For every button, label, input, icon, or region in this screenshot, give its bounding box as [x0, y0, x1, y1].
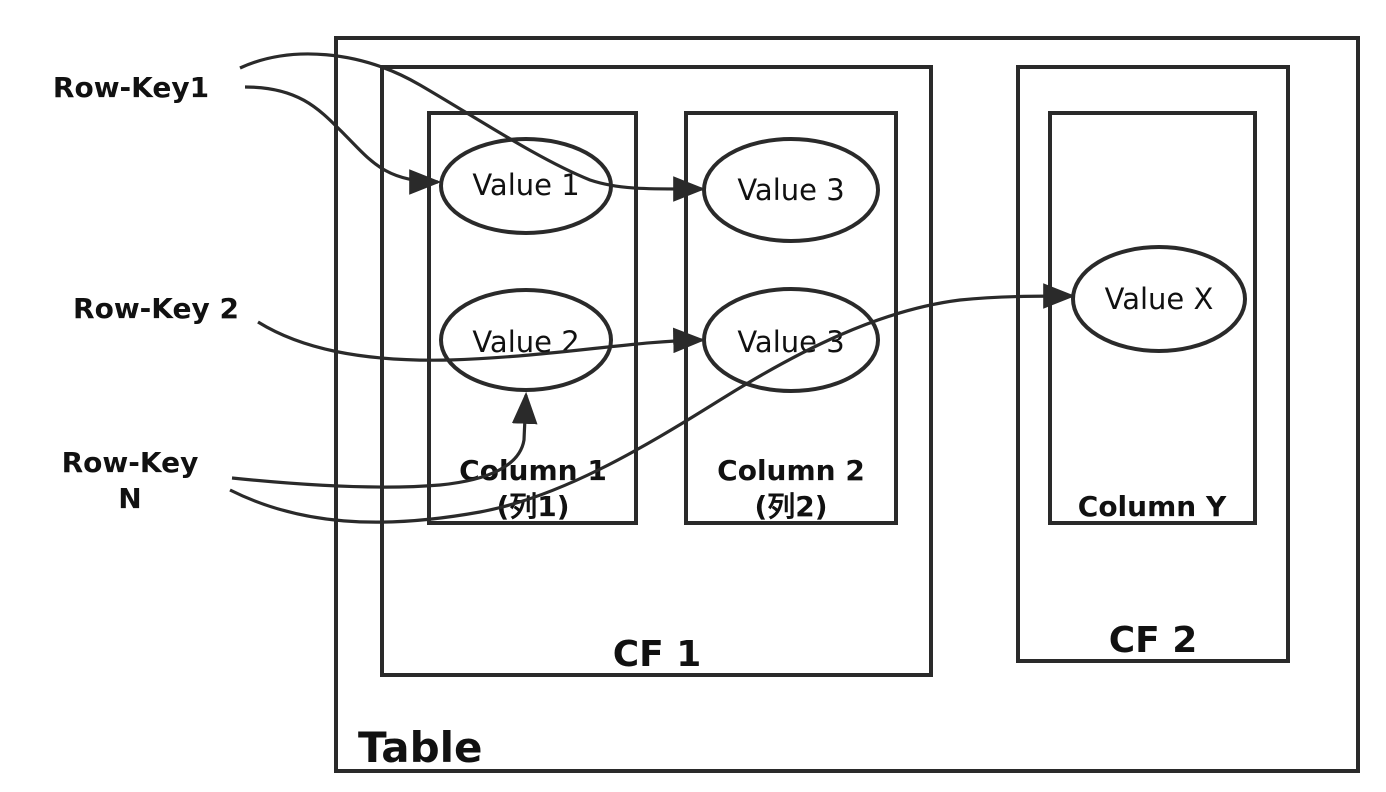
arrow-rowkeyn-to-value2 [231, 391, 538, 489]
arrow-rowkey1-to-value3 [239, 52, 706, 202]
table-label: Table [358, 723, 483, 772]
value-3a-label: Value 3 [737, 173, 844, 207]
row-key-n-sublabel: N [118, 482, 141, 515]
columnY-label: Column Y [1078, 490, 1227, 523]
cf1-label: CF 1 [613, 634, 702, 675]
column2-label: Column 2 [717, 454, 865, 487]
row-key-n-label: Row-Key [62, 446, 199, 479]
column1-box [427, 111, 638, 525]
row-key-2-label: Row-Key 2 [73, 292, 239, 325]
arrow-rowkey2-to-value3b [257, 320, 706, 362]
cf1-box [380, 65, 933, 677]
column2-box [684, 111, 898, 525]
column2-sublabel: (列2) [754, 490, 827, 523]
value-1-label: Value 1 [472, 168, 579, 202]
column1-label: Column 1 [459, 454, 607, 487]
table-box [334, 36, 1360, 773]
cf2-box [1016, 65, 1290, 663]
arrow-rowkey1-to-value1 [244, 85, 442, 195]
value-x-label: Value X [1105, 282, 1214, 316]
value-2-ellipse [439, 288, 613, 392]
columnY-box [1048, 111, 1257, 525]
cf2-label: CF 2 [1109, 620, 1198, 661]
value-3b-label: Value 3 [737, 325, 844, 359]
arrow-rowkeyn-to-valuex [229, 283, 1076, 524]
row-key-1-label: Row-Key1 [53, 71, 209, 104]
